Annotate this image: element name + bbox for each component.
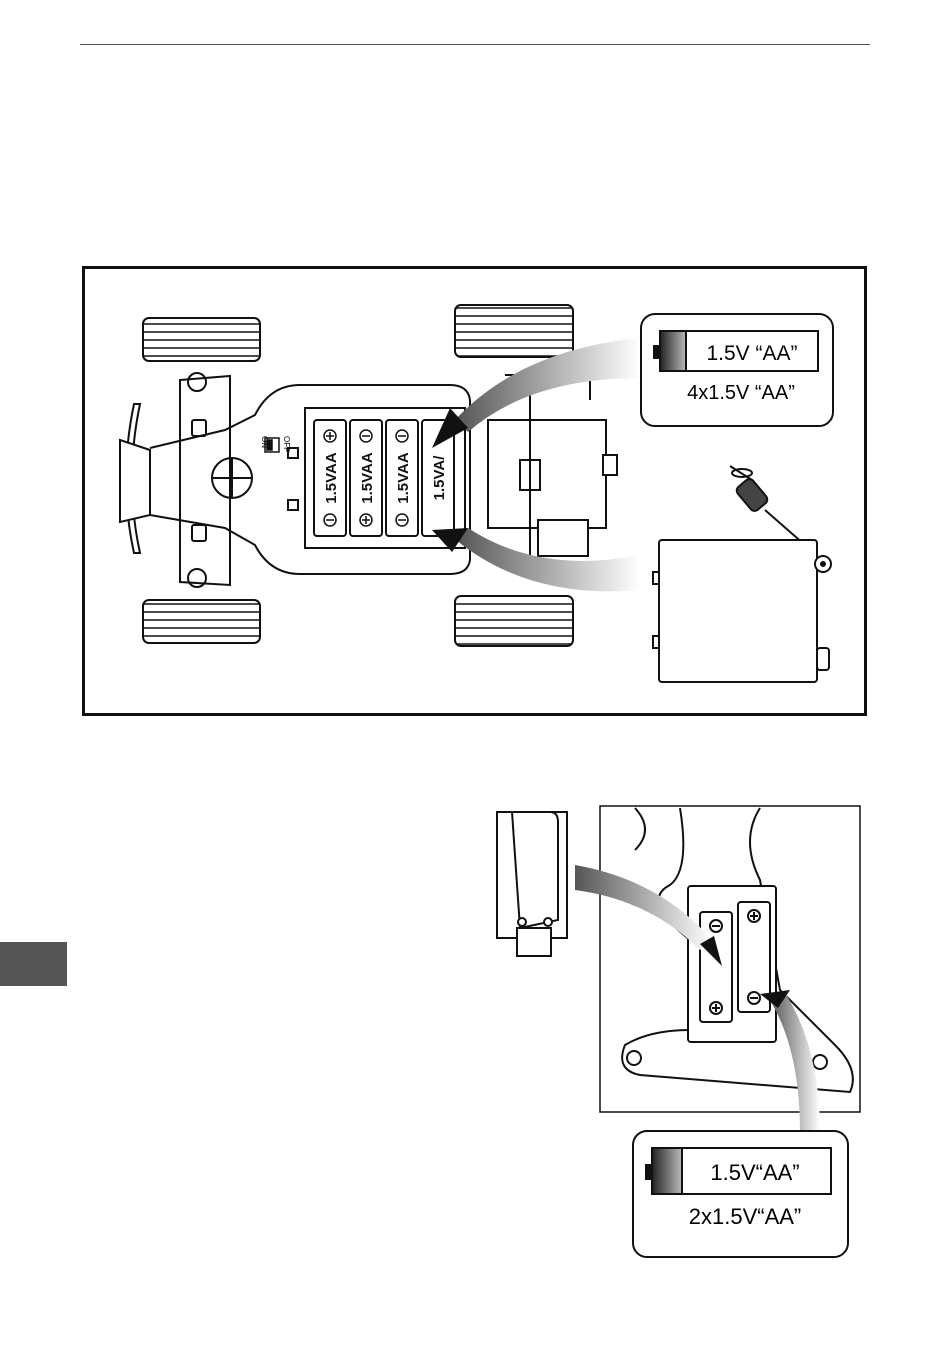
switch-off-label: OFF <box>282 436 291 452</box>
remote-cover <box>497 812 567 956</box>
battery-count: 4x1.5V “AA” <box>687 382 795 404</box>
battery-label: 1.5V“AA” <box>710 1160 799 1185</box>
compartment-label: 1.5VAA <box>395 452 412 504</box>
compartment-label: 1.5VAA <box>323 452 340 504</box>
compartment-label: 1.5VAA <box>359 452 376 504</box>
battery-count: 2x1.5V“AA” <box>689 1204 802 1229</box>
switch-on-label: ON <box>260 436 269 448</box>
battery-label: 1.5V “AA” <box>706 342 797 365</box>
car-front-bumper <box>120 404 150 553</box>
compartment-label: 1.5VA/ <box>431 455 448 501</box>
battery-cover <box>653 540 831 682</box>
screwdriver-icon <box>730 466 805 545</box>
